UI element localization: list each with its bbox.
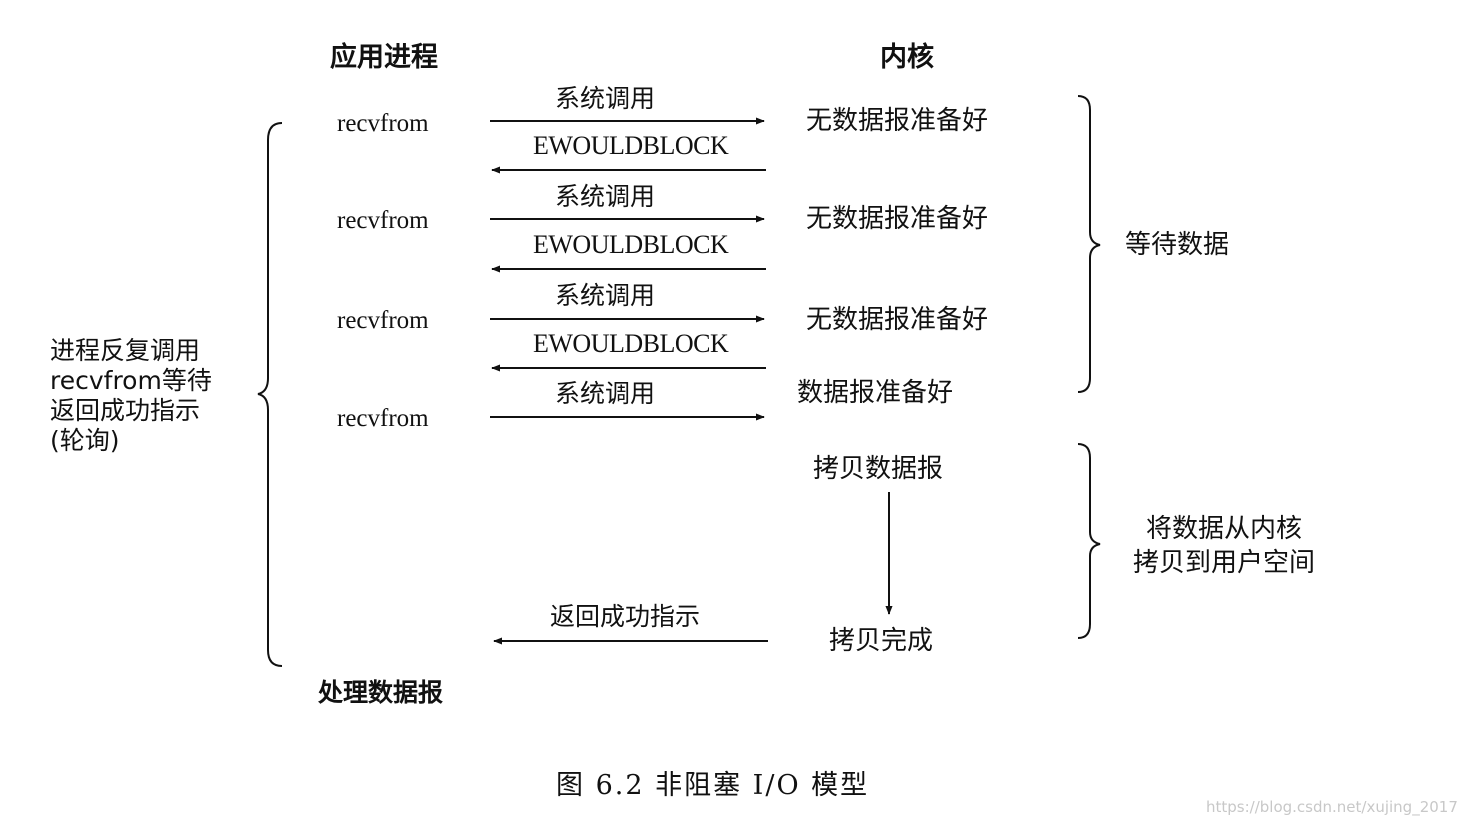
polling-note: 进程反复调用 recvfrom等待 返回成功指示 (轮询) (50, 336, 212, 456)
polling-note-line: (轮询) (50, 426, 120, 455)
recvfrom-call-1: recvfrom (337, 110, 429, 137)
polling-note-line: recvfrom等待 (50, 366, 212, 395)
copy-data-phase-label: 将数据从内核 拷贝到用户空间 (1133, 512, 1315, 580)
ewouldblock-label-2: EWOULDBLOCK (533, 230, 729, 259)
syscall-label-1: 系统调用 (555, 84, 656, 113)
left-brace (257, 122, 283, 667)
recvfrom-call-3: recvfrom (337, 307, 429, 334)
copy-phase-line: 将数据从内核 (1146, 514, 1303, 544)
figure-caption: 图 6.2 非阻塞 I/O 模型 (556, 770, 870, 801)
return-success-label: 返回成功指示 (550, 602, 701, 631)
polling-note-line: 进程反复调用 (50, 336, 201, 365)
recvfrom-call-4: recvfrom (337, 405, 429, 432)
kernel-header: 内核 (880, 42, 934, 73)
syscall-label-4: 系统调用 (555, 379, 656, 408)
ewouldblock-label-1: EWOULDBLOCK (533, 131, 729, 160)
syscall-label-3: 系统调用 (555, 281, 656, 310)
ewouldblock-label-3: EWOULDBLOCK (533, 329, 729, 358)
wait-data-phase-label: 等待数据 (1125, 230, 1230, 260)
kernel-not-ready-2: 无数据报准备好 (806, 204, 989, 234)
kernel-copy-datagram: 拷贝数据报 (813, 454, 944, 484)
app-process-header: 应用进程 (330, 42, 438, 73)
kernel-not-ready-1: 无数据报准备好 (806, 106, 989, 136)
kernel-ready: 数据报准备好 (797, 378, 954, 408)
watermark-url: https://blog.csdn.net/xujing_2017 (1206, 798, 1458, 816)
kernel-not-ready-3: 无数据报准备好 (806, 305, 989, 335)
polling-note-line: 返回成功指示 (50, 396, 201, 425)
copy-phase-line: 拷贝到用户空间 (1133, 548, 1316, 578)
wait-data-brace (1077, 95, 1101, 393)
copy-data-brace (1077, 443, 1101, 639)
syscall-label-2: 系统调用 (555, 182, 656, 211)
kernel-copy-done: 拷贝完成 (829, 626, 934, 656)
recvfrom-call-2: recvfrom (337, 207, 429, 234)
process-datagram-label: 处理数据报 (318, 678, 444, 707)
